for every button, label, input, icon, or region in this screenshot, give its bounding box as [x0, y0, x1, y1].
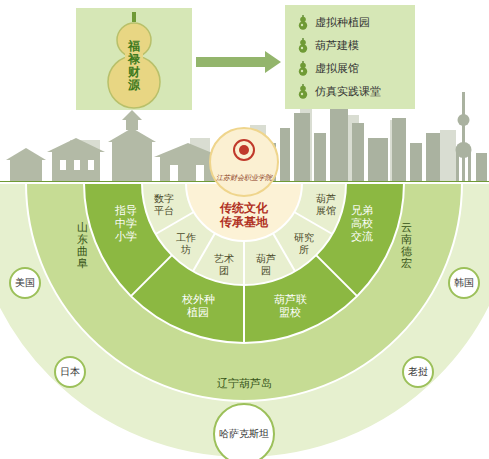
gourd-icon	[297, 84, 309, 99]
gourd-icon	[297, 15, 309, 30]
ring1-segment: 研究所	[293, 232, 314, 256]
seal-circle	[210, 128, 278, 196]
ring1-segment: 葫芦展馆	[315, 193, 336, 217]
ring2-segment: 兄弟高校交流	[350, 204, 373, 244]
ring1-segment: 葫芦园	[255, 253, 276, 277]
list-item: 虚拟展馆	[293, 57, 407, 80]
list-item: 虚拟种植园	[293, 11, 407, 34]
ring1-segment: 工作坊	[175, 232, 196, 256]
node-label: 辽宁葫芦岛	[217, 376, 272, 391]
feature-list: 虚拟种植园葫芦建模虚拟展馆仿真实践课堂	[285, 5, 415, 109]
node-label: 葫芦展馆	[315, 193, 336, 217]
node-label: 老挝	[408, 365, 428, 379]
gourd-box: 福禄财源	[76, 8, 192, 110]
ring2-segment: 葫芦联盟校	[273, 293, 307, 319]
seal-logo-core	[239, 145, 249, 155]
arrow-shape	[196, 51, 281, 73]
list-item: 仿真实践课堂	[293, 80, 407, 103]
node-label: 美国	[15, 276, 35, 290]
node-label: 校外种植园	[181, 293, 215, 319]
ring2-segment: 校外种植园	[181, 293, 215, 319]
country-circle: 哈萨克斯坦	[213, 403, 275, 459]
node-label: 韩国	[454, 276, 474, 290]
ring1-segment: 艺术团	[213, 253, 234, 277]
node-label: 指导中学小学	[114, 204, 137, 244]
node-label: 艺术团	[213, 253, 234, 277]
node-label: 江苏财会职业学院	[216, 173, 272, 183]
node-label: 研究所	[293, 232, 314, 256]
country-circle: 老挝	[402, 356, 434, 388]
ring3-region: 辽宁葫芦岛	[217, 376, 272, 391]
node-label: 葫芦园	[255, 253, 276, 277]
country-circle: 日本	[54, 356, 86, 388]
node-label: 工作坊	[175, 232, 196, 256]
seal-logo	[234, 140, 254, 160]
gourd	[108, 12, 160, 108]
node-label: 哈萨克斯坦	[219, 427, 269, 441]
node-label: 云南德宏	[401, 222, 412, 270]
college-name: 江苏财会职业学院	[216, 173, 272, 183]
ring3-region: 云南德宏	[401, 222, 412, 270]
ring3-region: 山东曲阜	[77, 222, 88, 270]
country-circle: 韩国	[448, 267, 480, 299]
ring1-segment: 数字平台	[153, 193, 174, 217]
node-label: 日本	[60, 365, 80, 379]
country-circle: 美国	[9, 267, 41, 299]
base-core: 传统文化传承基地	[219, 201, 268, 230]
gourd-panel	[76, 8, 192, 110]
list-item: 葫芦建模	[293, 34, 407, 57]
block-arrow	[196, 51, 281, 73]
gourd-icon	[297, 38, 309, 53]
node-label: 福禄财源	[128, 40, 140, 93]
node-label: 数字平台	[153, 193, 174, 217]
ring2-segment: 指导中学小学	[114, 204, 137, 244]
node-label: 兄弟高校交流	[350, 204, 373, 244]
skyline-traditional	[6, 110, 222, 183]
node-label: 传统文化传承基地	[219, 201, 268, 230]
gourd-icon	[297, 61, 309, 76]
node-label: 山东曲阜	[77, 222, 88, 270]
node-label: 葫芦联盟校	[273, 293, 307, 319]
